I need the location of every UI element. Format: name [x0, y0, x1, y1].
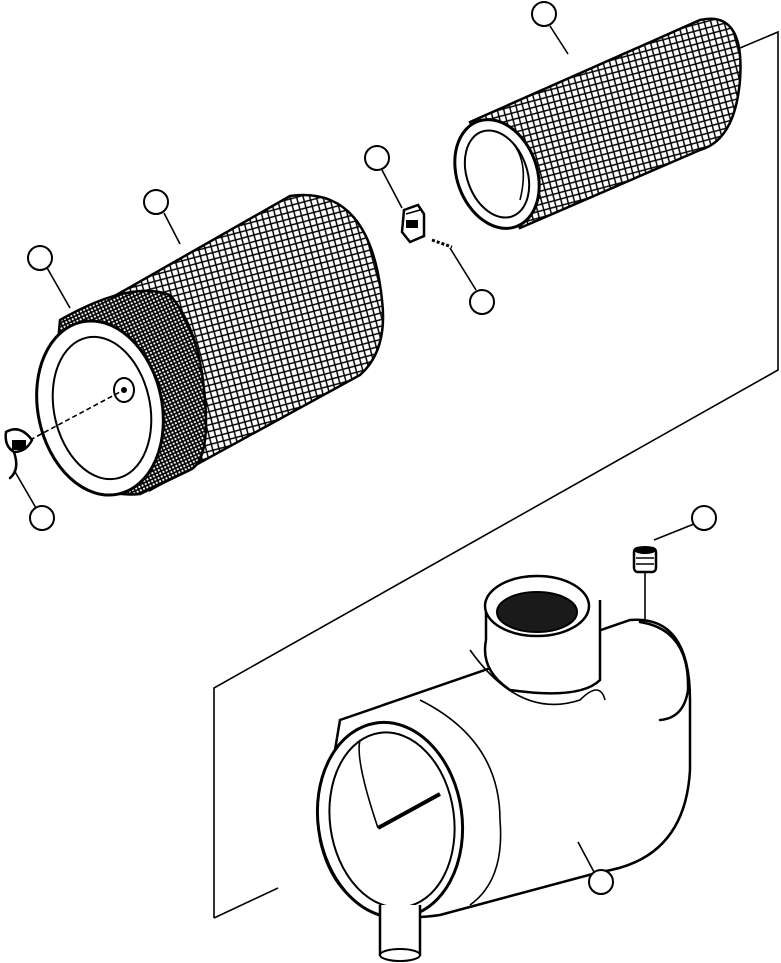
callout-outer-filter-seal	[27, 245, 53, 271]
leader-lines	[13, 25, 695, 873]
wing-nut	[4, 428, 34, 480]
callout-wing-nut	[29, 505, 55, 531]
callout-plug	[691, 505, 717, 531]
plug	[632, 546, 658, 574]
callouts	[27, 1, 717, 895]
callout-housing	[588, 869, 614, 895]
callout-bracket	[364, 145, 390, 171]
callout-inner-filter	[531, 1, 557, 27]
inner-filter-element	[453, 17, 742, 230]
callout-screw	[469, 289, 495, 315]
air-cleaner-housing	[315, 574, 692, 962]
outer-filter-element	[29, 193, 385, 497]
screw	[431, 238, 453, 249]
callout-outer-filter	[143, 189, 169, 215]
bracket-clip	[400, 203, 426, 244]
